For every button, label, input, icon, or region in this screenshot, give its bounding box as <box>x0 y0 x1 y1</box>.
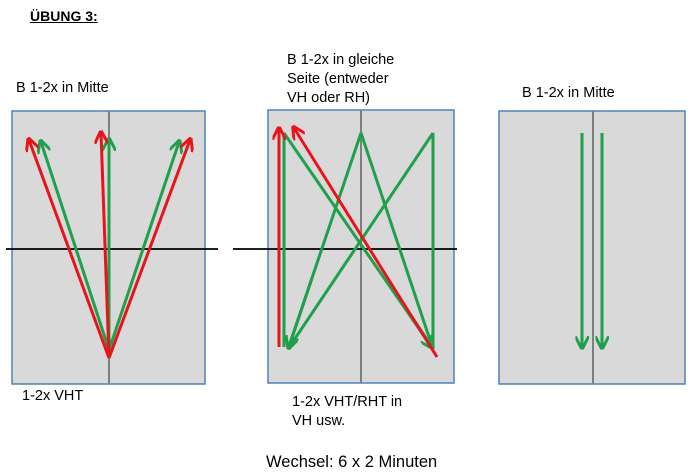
red-arrow <box>101 133 111 359</box>
panel-1 <box>6 110 218 385</box>
exercise-title: ÜBUNG 3: <box>30 8 98 24</box>
panel-2 <box>233 109 457 384</box>
panel-3 <box>498 110 686 385</box>
green-arrows-1 <box>41 140 179 351</box>
panel1-top-label: B 1-2x in Mitte <box>16 80 109 96</box>
green-arrow <box>107 142 179 351</box>
green-arrows-3 <box>582 133 602 347</box>
green-line <box>286 132 435 350</box>
red-arrow <box>29 140 111 359</box>
red-arrows-1 <box>29 133 190 359</box>
green-arrow <box>41 142 111 351</box>
red-arrows-2 <box>279 128 439 358</box>
panel2-bottom-label: 1-2x VHT/RHT in VH usw. <box>292 394 403 429</box>
green-arrow <box>289 277 314 347</box>
panel3-top-label: B 1-2x in Mitte <box>522 85 615 101</box>
panel1-bottom-label: 1-2x VHT <box>22 388 84 404</box>
panel2-top-label: B 1-2x in gleiche Seite (entweder VH ode… <box>287 52 395 106</box>
red-arrow <box>107 140 190 359</box>
footer-text: Wechsel: 6 x 2 Minuten <box>266 453 438 471</box>
green-line <box>359 132 435 350</box>
red-arrow <box>294 128 439 358</box>
